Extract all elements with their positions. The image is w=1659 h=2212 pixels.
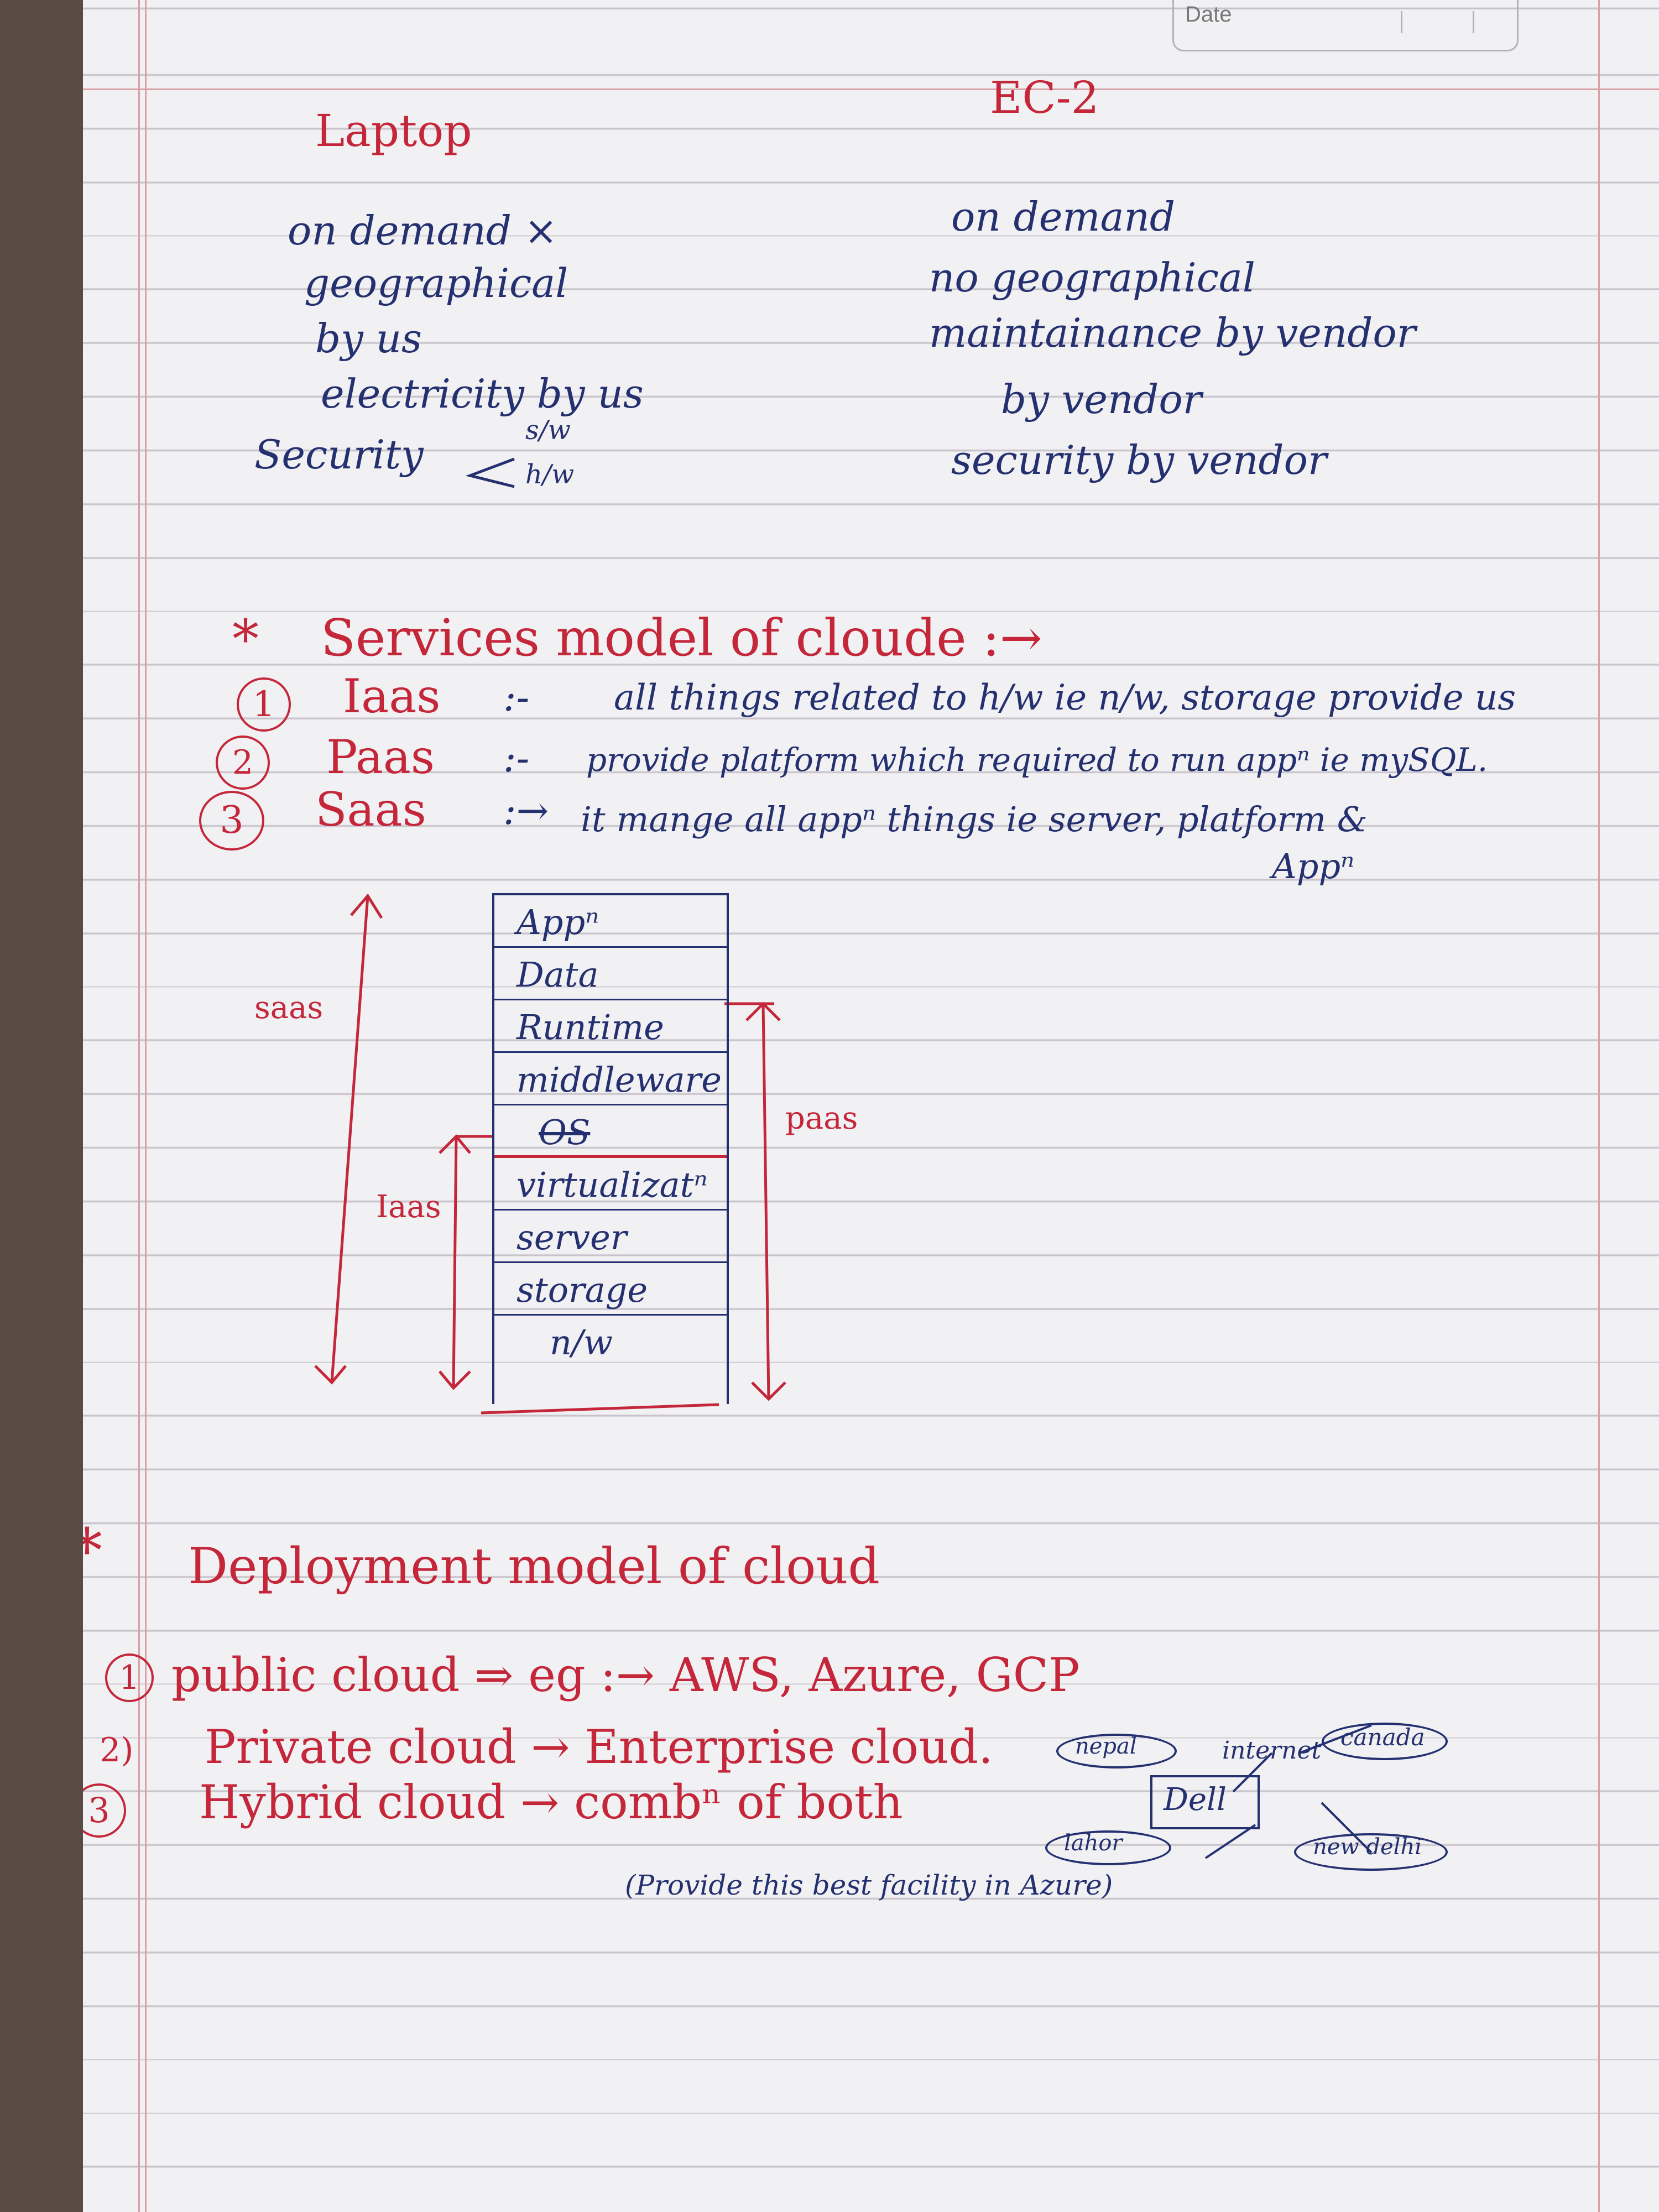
service-2-desc: provide platform which required to run a…: [586, 741, 1488, 779]
deployment-heading: Deployment model of cloud: [188, 1537, 880, 1595]
iaas-label: Iaas: [376, 1189, 441, 1225]
ec2-line-4: by vendor: [1001, 376, 1202, 422]
service-3-name: Saas: [315, 782, 426, 837]
node-lahor: lahor: [1045, 1830, 1171, 1865]
saas-label: saas: [254, 990, 324, 1026]
deployment-heading-star: *: [83, 1515, 102, 1586]
comparison-sketch: [314, 457, 1373, 1859]
paas-label: paas: [785, 1100, 858, 1136]
service-3-desc-cont: Appⁿ: [1272, 846, 1355, 886]
notebook-page: Date Laptop EC-2 on demand × geographica…: [83, 0, 1659, 2212]
ec2-line-2: no geographical: [929, 254, 1255, 301]
stack-layer-storage: storage: [494, 1263, 727, 1316]
laptop-security-label: Security: [254, 431, 424, 478]
laptop-line-3: by us: [315, 315, 422, 362]
service-1-number: 1: [237, 677, 291, 732]
stack-layer-application: Appⁿ: [494, 895, 727, 948]
node-canada: canada: [1322, 1723, 1448, 1760]
laptop-title: Laptop: [315, 105, 472, 156]
stack-layer-virtualization: virtualizatⁿ: [494, 1158, 727, 1211]
laptop-line-2: geographical: [304, 260, 568, 306]
left-margin-line-inner: [145, 0, 147, 2212]
service-3-number: 3: [199, 791, 264, 851]
stack-bottom-stroke: [481, 1403, 719, 1415]
stack-layer-runtime: Runtime: [494, 1000, 727, 1053]
service-1-name: Iaas: [343, 669, 441, 723]
deployment-3-text: Hybrid cloud → combⁿ of both: [199, 1775, 903, 1829]
node-new-delhi: new delhi: [1294, 1833, 1448, 1871]
stack-layer-network: n/w: [550, 1322, 613, 1363]
security-branch-arrow: [465, 457, 515, 488]
service-2-number: 2: [216, 735, 270, 790]
deployment-1-number: 1: [105, 1653, 154, 1702]
iaas-range-arrow: [439, 1134, 492, 1390]
right-margin-line: [1598, 0, 1600, 2212]
left-margin-line: [138, 0, 140, 2212]
date-label: Date: [1185, 2, 1232, 27]
service-3-sep: :→: [503, 788, 549, 833]
node-nepal: nepal: [1056, 1734, 1177, 1768]
date-field: Date: [1172, 0, 1519, 51]
ec2-line-1: on demand: [951, 194, 1175, 240]
internet-label: internet: [1222, 1736, 1322, 1765]
service-1-sep: :-: [503, 675, 530, 720]
deployment-2-number: 2): [100, 1731, 134, 1770]
saas-range-arrow: [314, 893, 383, 1385]
ec2-line-5: security by vendor: [951, 437, 1327, 483]
stack-layer-os: OS: [494, 1105, 727, 1158]
deployment-2-text: Private cloud → Enterprise cloud.: [205, 1720, 993, 1774]
service-2-sep: :-: [503, 735, 530, 781]
laptop-line-4: electricity by us: [321, 371, 644, 417]
deployment-3-number: 3: [83, 1783, 126, 1838]
deployment-note: (Provide this best facility in Azure): [625, 1869, 1113, 1901]
ec2-title: EC-2: [990, 72, 1099, 123]
deployment-1-text: public cloud ⇒ eg :→ AWS, Azure, GCP: [171, 1648, 1080, 1702]
security-branch-hw: h/w: [525, 459, 575, 490]
service-2-name: Paas: [326, 730, 435, 784]
dell-datacenter-box: Dell: [1150, 1775, 1260, 1829]
stack-layer-server: server: [494, 1211, 727, 1263]
service-stack-diagram: Appⁿ Data Runtime middleware OS virtuali…: [492, 893, 729, 1404]
services-heading: Services model of cloude :→: [321, 608, 1042, 667]
security-branch-sw: s/w: [525, 415, 571, 446]
paas-range-arrow: [724, 1001, 786, 1401]
top-margin-line: [83, 88, 1659, 90]
stack-layer-middleware: middleware: [494, 1053, 727, 1105]
service-3-desc: it mange all appⁿ things ie server, plat…: [581, 799, 1368, 839]
stack-layer-data: Data: [494, 948, 727, 1000]
service-1-desc: all things related to h/w ie n/w, storag…: [614, 677, 1516, 718]
laptop-line-1: on demand ×: [288, 207, 558, 254]
services-heading-star: *: [232, 608, 259, 670]
ec2-line-3: maintainance by vendor: [929, 310, 1416, 356]
